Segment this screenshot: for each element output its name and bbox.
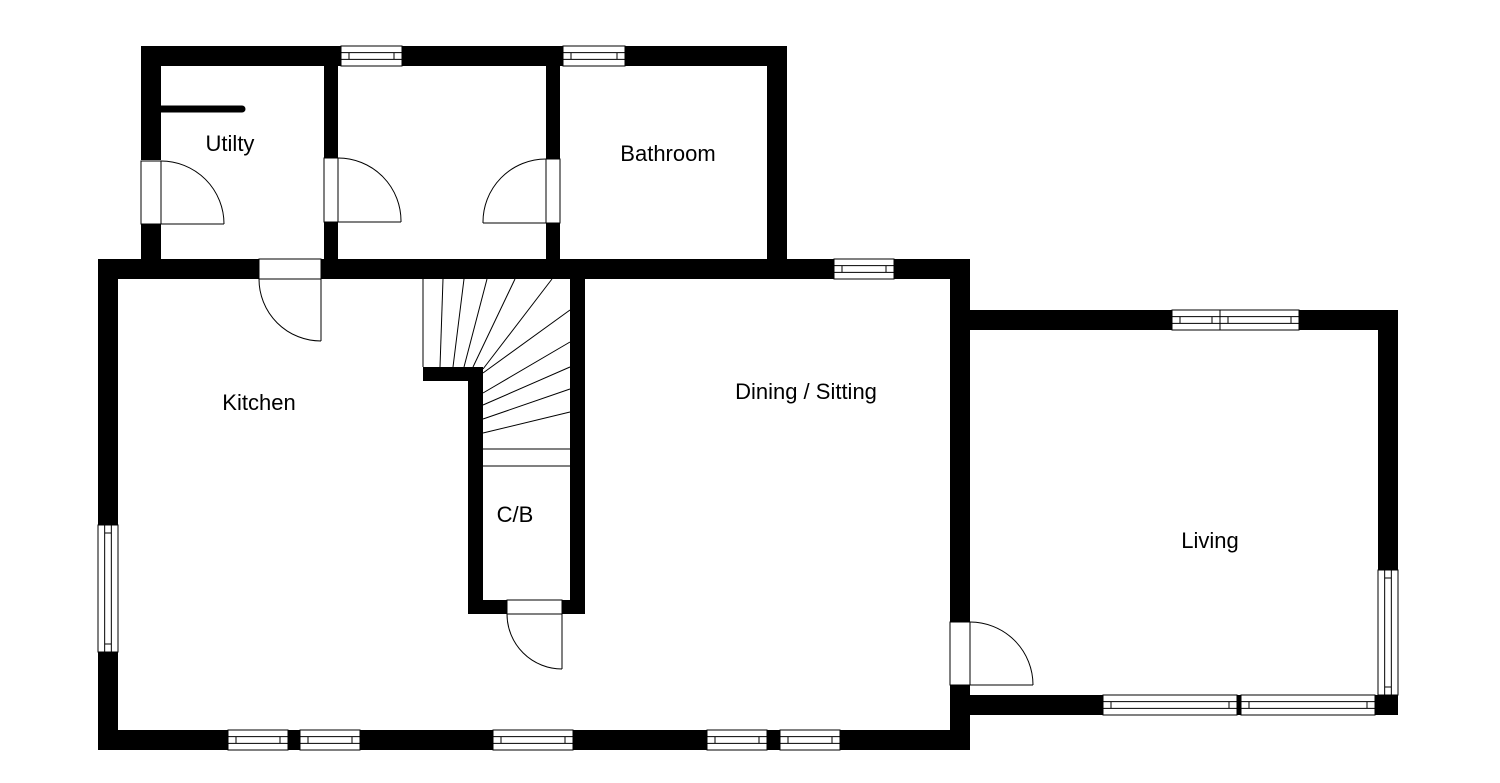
window xyxy=(833,258,895,280)
stair-tread xyxy=(452,278,465,368)
stair-tread xyxy=(482,366,571,406)
stair-tread xyxy=(482,278,553,370)
room-label-utility: Utilty xyxy=(206,131,255,156)
stair-tread xyxy=(463,278,488,368)
window xyxy=(340,45,403,67)
wall xyxy=(141,224,161,259)
window xyxy=(706,729,768,751)
door[interactable] xyxy=(140,160,225,225)
door[interactable] xyxy=(482,158,561,224)
wall xyxy=(570,279,585,614)
window xyxy=(227,729,289,751)
window xyxy=(1219,309,1300,331)
staircase xyxy=(422,278,571,467)
wall xyxy=(546,46,560,159)
door[interactable] xyxy=(258,258,322,342)
door[interactable] xyxy=(949,621,1034,686)
window xyxy=(1240,694,1376,716)
room-label-cupboard: C/B xyxy=(497,502,534,527)
window xyxy=(1171,309,1221,331)
window xyxy=(492,729,574,751)
windows xyxy=(97,45,1399,751)
wall xyxy=(767,46,787,259)
wall xyxy=(141,46,161,160)
stair-tread xyxy=(472,278,516,368)
wall xyxy=(324,46,338,158)
wall xyxy=(98,259,118,750)
wall xyxy=(950,685,970,750)
window xyxy=(779,729,841,751)
room-label-living: Living xyxy=(1181,528,1238,553)
wall xyxy=(950,259,970,622)
room-label-bathroom: Bathroom xyxy=(620,141,715,166)
room-label-dining-sitting: Dining / Sitting xyxy=(735,379,877,404)
stair-tread xyxy=(482,341,571,394)
wall xyxy=(141,46,787,66)
room-label-kitchen: Kitchen xyxy=(222,390,295,415)
wall xyxy=(546,223,560,259)
stair-tread xyxy=(482,411,571,434)
window xyxy=(562,45,626,67)
stair-tread xyxy=(482,309,571,374)
stair-tread xyxy=(439,278,444,368)
door[interactable] xyxy=(506,599,563,670)
wall xyxy=(468,367,483,614)
window xyxy=(1102,694,1238,716)
door[interactable] xyxy=(323,157,402,223)
stair-tread xyxy=(482,388,571,420)
window xyxy=(1377,569,1399,696)
doors xyxy=(140,157,1034,686)
window xyxy=(299,729,361,751)
window xyxy=(97,524,119,653)
wall xyxy=(324,222,338,259)
